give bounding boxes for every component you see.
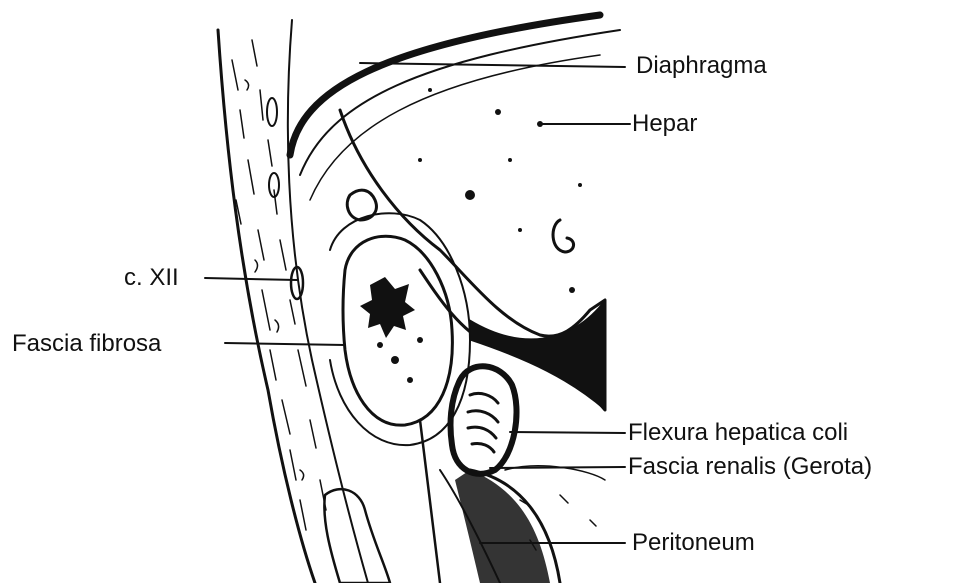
colon-outline — [451, 366, 517, 474]
back-wall-inner — [288, 20, 368, 583]
renal-fascia-lower — [420, 420, 440, 583]
kidney-outline — [343, 236, 452, 425]
label-diaphragma: Diaphragma — [636, 52, 767, 80]
fat-pad — [347, 190, 376, 220]
label-c-xii: c. XII — [124, 264, 179, 292]
label-hepar: Hepar — [632, 110, 697, 138]
label-peritoneum: Peritoneum — [632, 529, 755, 557]
diaphragm-inner-line — [300, 30, 620, 175]
leader-lines — [205, 63, 630, 543]
kidney-texture — [360, 277, 423, 383]
label-fascia-fibrosa: Fascia fibrosa — [12, 330, 161, 358]
label-flexura-hepatica-coli: Flexura hepatica coli — [628, 419, 848, 447]
label-fascia-renalis: Fascia renalis (Gerota) — [628, 453, 872, 481]
liver-speckles — [418, 88, 582, 293]
liver-vessel — [553, 220, 574, 252]
lower-muscle — [324, 489, 390, 583]
lower-texture — [520, 495, 596, 550]
diaphragm-curve — [290, 15, 600, 155]
dark-shading-lower — [455, 470, 550, 583]
rib-upper-shape — [267, 98, 277, 126]
colon-folds — [468, 393, 498, 452]
